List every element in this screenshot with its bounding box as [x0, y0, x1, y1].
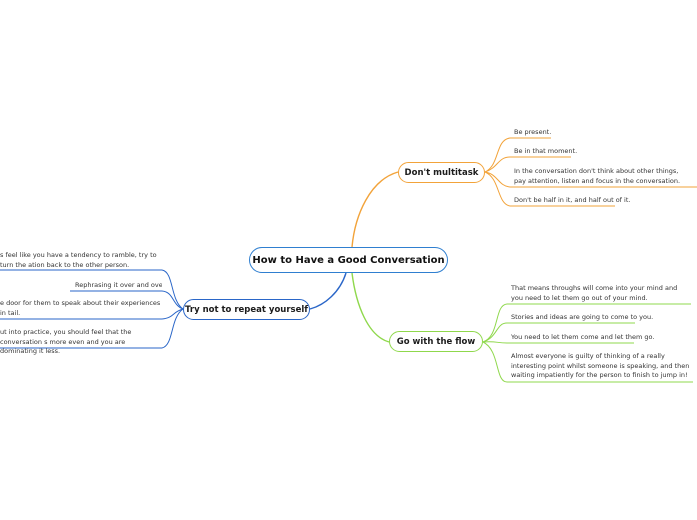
connector-multitask-2	[484, 156, 511, 173]
central-topic-label: How to Have a Good Conversation	[252, 254, 445, 266]
connector-repeat-4	[161, 308, 184, 349]
connector-multitask-3	[484, 171, 511, 188]
topic-go-with-the-flow[interactable]: Go with the flow	[389, 331, 483, 352]
subtopic-flow-2[interactable]: Stories and ideas are going to come to y…	[511, 313, 654, 321]
connector-central-repeat	[309, 272, 347, 310]
subtopic-repeat-2[interactable]: Rephrasing it over and over	[75, 281, 162, 289]
connector-repeat-1	[161, 269, 184, 310]
connector-multitask-4	[484, 171, 511, 207]
subtopic-multitask-4[interactable]: Don't be half in it, and half out of it.	[514, 196, 631, 204]
topic-dont-multitask[interactable]: Don't multitask	[398, 162, 485, 183]
connector-central-flow	[351, 272, 390, 343]
subtopic-multitask-2[interactable]: Be in that moment.	[514, 147, 578, 155]
connector-flow-1	[482, 303, 508, 343]
connector-repeat-3	[161, 308, 184, 320]
subtopic-repeat-1[interactable]: s feel like you have a tendency to rambl…	[0, 251, 157, 269]
connector-multitask-1	[484, 137, 511, 173]
connector-flow-4	[482, 341, 508, 383]
connector-flow-3	[482, 341, 508, 344]
subtopic-flow-1[interactable]: That means throughs will come into your …	[511, 284, 678, 302]
subtopic-repeat-3[interactable]: e door for them to speak about their exp…	[0, 299, 161, 317]
topic-try-not-to-repeat[interactable]: Try not to repeat yourself	[183, 299, 310, 320]
central-topic[interactable]: How to Have a Good Conversation	[249, 247, 448, 273]
connector-repeat-2	[161, 290, 184, 310]
subtopic-multitask-1[interactable]: Be present.	[514, 128, 552, 136]
topic-go-with-the-flow-label: Go with the flow	[396, 336, 476, 347]
connector-central-multitask	[351, 171, 399, 248]
subtopic-multitask-3[interactable]: In the conversation don't think about ot…	[514, 167, 681, 185]
subtopic-flow-4[interactable]: Almost everyone is guilty of thinking of…	[511, 352, 690, 379]
subtopic-flow-3[interactable]: You need to let them come and let them g…	[511, 333, 655, 341]
topic-dont-multitask-label: Don't multitask	[404, 167, 479, 178]
topic-try-not-to-repeat-label: Try not to repeat yourself	[185, 304, 308, 315]
connector-flow-2	[482, 322, 508, 343]
subtopic-repeat-4[interactable]: ut into practice, you should feel that t…	[0, 328, 132, 355]
